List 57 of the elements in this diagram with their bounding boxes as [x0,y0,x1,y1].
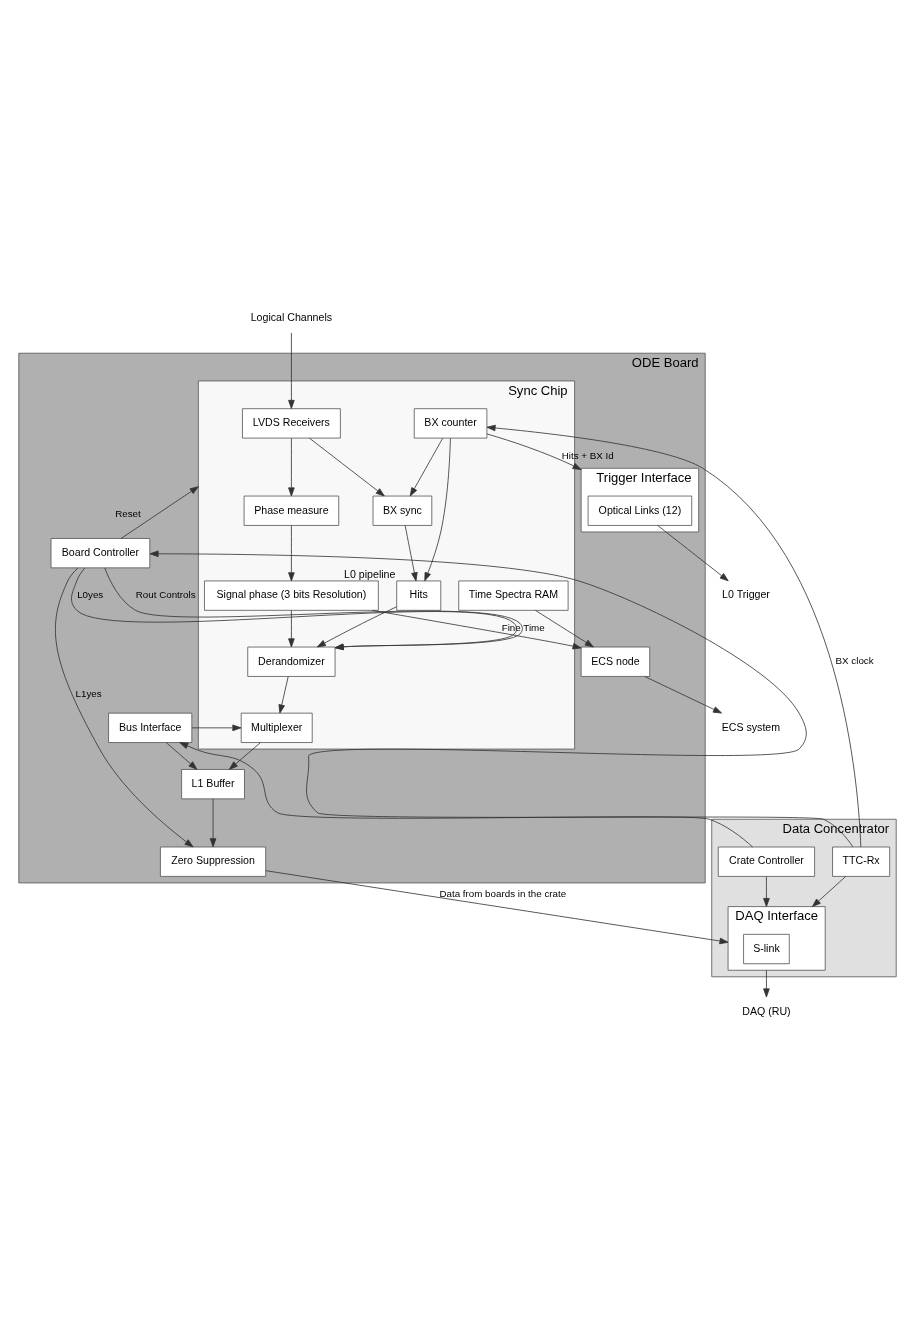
node-text: Logical Channels [250,310,332,323]
node-text: DAQ (RU) [741,1004,791,1017]
node-box: Bus Interface [107,712,192,743]
edge-label: Fine Time [501,622,545,634]
arrow [308,437,385,497]
edge-label: L0yes [76,589,103,601]
node-box: Derandomizer [246,646,335,677]
node-text: ECS system [721,720,780,733]
node-box: Multiplexer [240,712,313,743]
arrow [209,798,216,848]
edge-label: BX clock [835,655,874,667]
arrow [762,969,770,998]
arrow [287,610,295,648]
arrow [278,676,289,714]
arrow [264,870,728,945]
edge-label: Rout Controls [135,589,196,601]
arrow [762,876,770,907]
arrow [228,742,261,770]
arrow [191,724,241,732]
node-box: ECS node [580,646,650,677]
node-box: Time Spectra RAM [457,580,568,611]
arrow [120,486,199,539]
arrow [643,676,722,714]
arrow [486,433,582,470]
node-box: Zero Suppression [159,846,266,877]
node-text: L0 Trigger [721,588,770,601]
arrow [287,437,295,497]
node-box: LVDS Receivers [241,408,341,439]
node-box: Optical Links (12) [587,495,692,526]
arrow [178,742,753,848]
arrow [404,525,418,582]
edge-label: Reset [114,508,141,520]
arrow [656,525,729,582]
arrow [371,609,582,650]
node-box: Signal phase (3 bits Resolution) [203,580,379,611]
edge-label: Data from boards in the crate [438,888,566,900]
arrow [534,610,594,648]
arrow [287,332,295,409]
arrow [486,424,861,848]
arrow [316,606,397,648]
node-label: L0 pipeline [343,567,395,580]
arrow [423,437,451,582]
node-box: L1 Buffer [180,769,245,800]
arrow [149,550,853,848]
arrow [409,437,443,497]
node-box: Crate Controller [717,846,815,877]
node-box: Board Controller [50,538,150,569]
node-box: Phase measure [243,495,339,526]
node-box: BX sync [372,495,432,526]
arrow [165,742,197,770]
node-box: S-link [742,933,790,965]
arrow [287,525,295,582]
edge-label: L1yes [75,688,102,700]
node-box: BX counter [413,408,487,439]
arrow [811,876,846,907]
node-box: Hits [395,580,441,611]
node-box: TTC-Rx [831,846,890,877]
